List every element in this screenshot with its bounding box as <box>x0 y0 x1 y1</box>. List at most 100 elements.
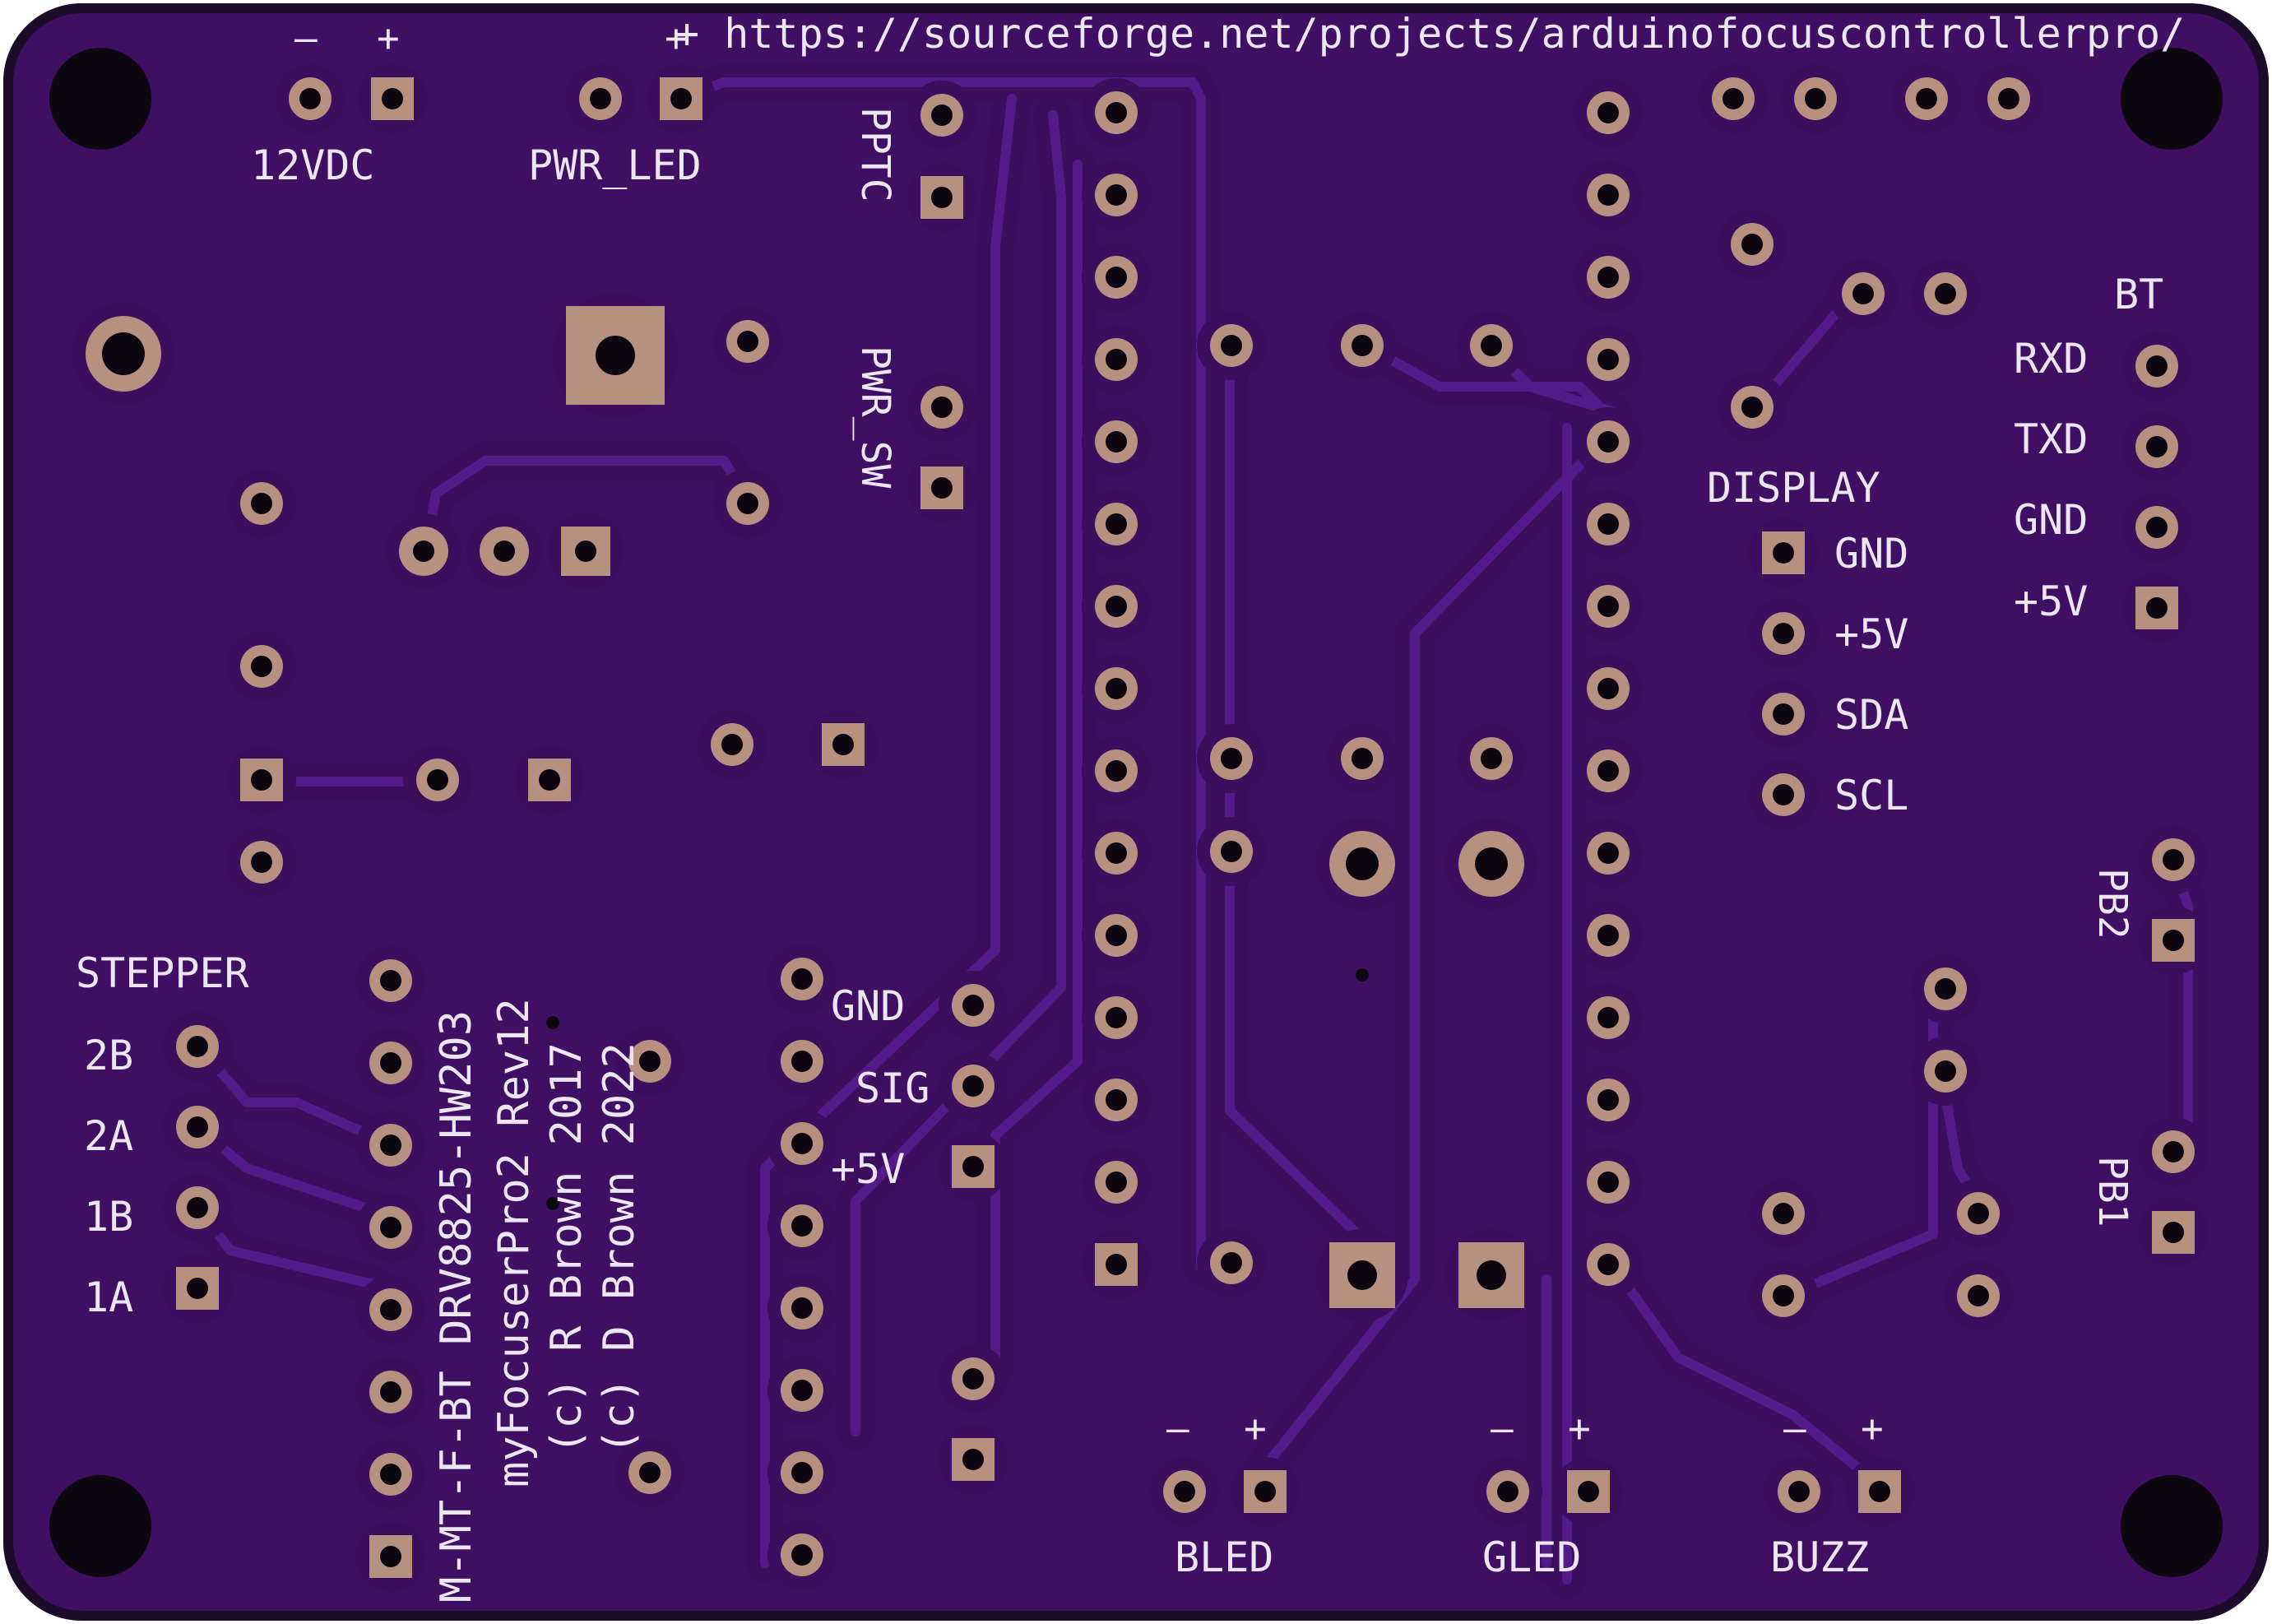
drill-hole <box>1481 748 1502 769</box>
drill-hole <box>1352 335 1373 356</box>
drill-hole <box>380 1464 401 1485</box>
through-hole-pad <box>1574 160 1643 230</box>
drill-hole <box>1106 678 1127 699</box>
drill-hole <box>380 1381 401 1403</box>
temp-probe-pin-label: GND <box>831 982 905 1030</box>
drill-hole <box>1106 349 1127 370</box>
via <box>1356 968 1369 981</box>
drill-hole <box>187 1278 208 1299</box>
through-hole-pad <box>939 1344 1008 1413</box>
power-led-plus: + <box>665 16 688 60</box>
through-hole-pad <box>767 1274 837 1343</box>
through-hole-pad <box>466 513 542 589</box>
mounting-hole <box>2121 1475 2223 1577</box>
bled-label: BLED <box>1175 1534 1273 1581</box>
through-hole-pad <box>1082 1148 1151 1217</box>
through-hole-pad <box>1944 1261 2013 1330</box>
drill-hole <box>1578 1481 1599 1502</box>
drill-hole <box>1597 1172 1619 1193</box>
drill-hole <box>1174 1481 1195 1502</box>
through-hole-pad <box>1574 654 1643 723</box>
stepper-title: STEPPER <box>76 949 250 997</box>
through-hole-pad <box>1082 983 1151 1052</box>
via <box>546 1197 559 1210</box>
through-hole-pad <box>1574 78 1643 147</box>
drill-hole <box>251 769 272 791</box>
through-hole-pad <box>1231 1457 1300 1526</box>
through-hole-pad <box>1911 954 1980 1023</box>
drill-hole <box>931 187 953 208</box>
mounting-holes <box>49 48 2223 1577</box>
buzz-plus: + <box>1861 1406 1884 1450</box>
drill-hole <box>1477 1260 1506 1290</box>
bluetooth-pin-label: TXD <box>2014 415 2088 463</box>
drill-hole <box>791 1297 813 1319</box>
through-hole-pad <box>1445 818 1537 910</box>
drill-hole <box>1106 760 1127 782</box>
through-hole-pad <box>1574 1230 1643 1299</box>
through-hole-pad <box>163 1254 232 1323</box>
power-led-label: PWR_LED <box>528 142 702 189</box>
drill-hole <box>1805 88 1826 109</box>
through-hole-pad <box>1082 1065 1151 1134</box>
drill-hole <box>539 769 560 791</box>
through-hole-pad <box>939 971 1008 1040</box>
through-hole-pad <box>1082 819 1151 888</box>
drill-hole <box>1773 1285 1794 1306</box>
through-hole-pad <box>907 163 976 232</box>
through-hole-pad <box>1944 1179 2013 1248</box>
drill-hole <box>2163 849 2184 870</box>
through-hole-pad <box>1574 901 1643 970</box>
through-hole-pad <box>1749 680 1818 749</box>
drill-hole <box>931 397 953 418</box>
board-copyright-line-4: (c) D Brown 2022 <box>595 1042 644 1455</box>
drill-hole <box>962 1449 984 1470</box>
board-title-line-1: M-MT-F-BT DRV8825-HW203 <box>432 1010 481 1603</box>
drill-hole <box>380 970 401 991</box>
through-hole-pad <box>403 745 472 814</box>
through-hole-pad <box>356 1440 425 1509</box>
project-url: + https://sourceforge.net/projects/ardui… <box>675 10 2185 58</box>
drill-hole <box>1597 184 1619 206</box>
through-hole-pad <box>548 513 624 589</box>
power-input-plus: + <box>377 16 400 60</box>
through-hole-pad <box>1718 373 1787 442</box>
stepper-pin-label: 2A <box>84 1112 133 1160</box>
through-hole-pad <box>1150 1457 1219 1526</box>
drill-hole <box>1597 513 1619 535</box>
through-hole-pad <box>1082 243 1151 312</box>
board-substrate <box>13 13 2259 1611</box>
drill-hole <box>1106 1007 1127 1028</box>
through-hole-pad <box>767 944 837 1014</box>
through-hole-pad <box>163 1012 232 1081</box>
drill-hole <box>1998 88 2019 109</box>
through-hole-pad <box>615 1438 684 1507</box>
drill-hole <box>1597 925 1619 946</box>
through-hole-pad <box>2122 412 2191 481</box>
drill-hole <box>1723 88 1744 109</box>
drill-hole <box>962 1075 984 1097</box>
through-hole-pad <box>1457 724 1526 793</box>
through-hole-pad <box>163 1093 232 1162</box>
through-hole-pad <box>1082 490 1151 559</box>
drill-hole <box>1221 335 1242 356</box>
bled-plus: + <box>1244 1406 1267 1450</box>
through-hole-pad <box>1554 1457 1623 1526</box>
large-square-pad <box>553 293 678 418</box>
stepper-pin-label: 2B <box>84 1032 133 1079</box>
drill-hole <box>102 332 145 375</box>
drill-hole <box>1773 703 1794 725</box>
drill-hole <box>737 493 758 514</box>
drill-hole <box>382 88 403 109</box>
drill-hole <box>1106 925 1127 946</box>
buzz-minus: – <box>1783 1406 1806 1450</box>
silkscreen-layer: + https://sourceforge.net/projects/ardui… <box>76 10 2185 1603</box>
drill-hole <box>1968 1203 1989 1224</box>
drill-hole <box>1106 513 1127 535</box>
bluetooth-title: BT <box>2114 271 2163 318</box>
through-hole-pad <box>1574 572 1643 641</box>
through-hole-pad <box>767 1027 837 1096</box>
through-hole-pad <box>1445 1229 1537 1321</box>
display-pin-label: SDA <box>1834 691 1908 739</box>
through-hole-pad <box>1197 1228 1266 1297</box>
